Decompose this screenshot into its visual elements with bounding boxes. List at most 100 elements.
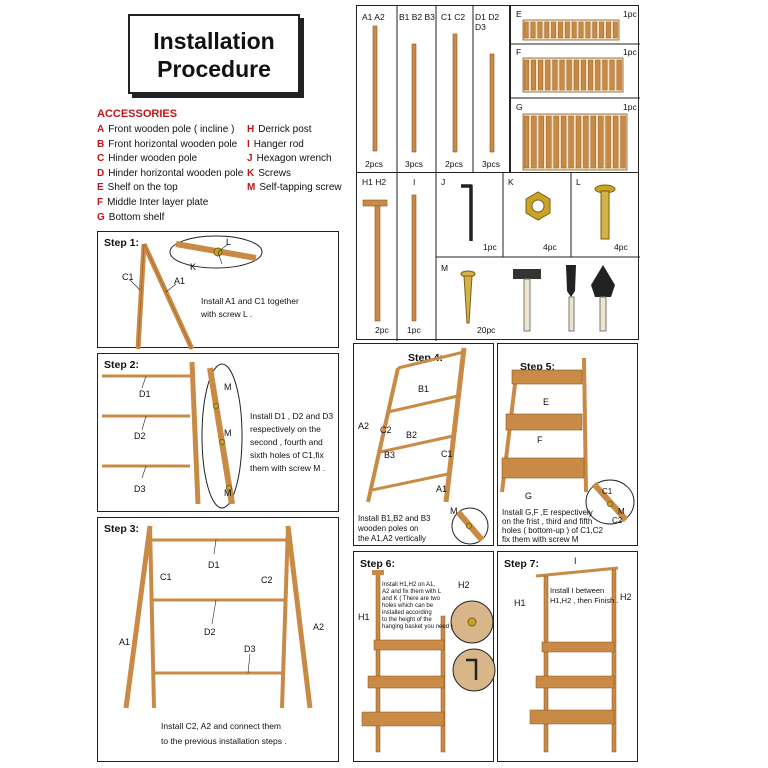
title-line-2: Procedure — [157, 56, 271, 82]
accessory-text: Bottom shelf — [108, 211, 165, 223]
step-3-d2-label: D2 — [204, 627, 216, 637]
step-7-h2-label: H2 — [620, 592, 632, 602]
step-5-note-line: fix them with screw M — [502, 535, 579, 544]
accessory-key: B — [97, 138, 105, 150]
step-5-note-line: on the frist , third and fifth — [502, 517, 593, 526]
step-4-m-label: M — [450, 506, 458, 516]
step-4-drawing — [366, 347, 489, 545]
step-5-e-label: E — [543, 397, 550, 407]
step-1-k-label: K — [190, 262, 197, 272]
step-6-note-line: holes which can be — [382, 603, 434, 609]
parts-shelves-drawing — [511, 19, 640, 171]
pole-c-qty: 2pcs — [445, 159, 463, 169]
hex-nut-icon — [525, 191, 551, 221]
parts-hardware-drawing — [362, 173, 640, 341]
step-2-m-label-2: M — [224, 428, 232, 438]
step-3-note-1: Install C2, A2 and connect them — [161, 721, 282, 731]
step-5-note-line: holes ( bottom-up ) of C1,C2 — [502, 526, 603, 535]
accessory-text: Front horizontal wooden pole — [108, 138, 238, 150]
accessory-text: Shelf on the top — [107, 182, 178, 194]
step-4-c1-label: C1 — [441, 449, 453, 459]
shelf-g-drawing — [522, 113, 628, 171]
pole-a-qty: 2pcs — [365, 159, 383, 169]
accessory-text: Hinder wooden pole — [108, 153, 198, 165]
shelf-e-name: E — [516, 9, 522, 19]
shelf-g-name: G — [516, 102, 523, 112]
pole-c — [452, 33, 458, 153]
step-5-c2-label: C2 — [612, 516, 623, 525]
parts-shelves-box: E 1pc F 1pc G 1pc — [510, 5, 640, 173]
accessory-text: Hinder horizontal wooden pole — [108, 167, 244, 179]
step-5-f-label: F — [537, 435, 543, 445]
shelf-e-qty: 1pc — [623, 9, 637, 19]
accessory-key: J — [247, 153, 253, 165]
step-2-note-line: second , fourth and — [250, 437, 323, 447]
step-4-note-line: Install B1,B2 and B3 — [358, 514, 431, 523]
accessory-key: D — [97, 167, 105, 179]
step-1-note-2: with screw L . — [201, 309, 253, 319]
accessory-text: Hanger rod — [253, 138, 304, 150]
title-line-1: Installation — [153, 28, 275, 54]
garden-tools-image — [513, 265, 615, 332]
step-4-b3-label: B3 — [384, 450, 396, 460]
accessory-key: C — [97, 153, 105, 165]
step-5-drawing — [500, 357, 635, 525]
title-box: Installation Procedure — [128, 14, 300, 94]
step-1-drawing — [129, 235, 263, 351]
step-3-drawing — [123, 525, 313, 709]
step-4-b1-label: B1 — [418, 384, 430, 394]
step-4-c2-label: C2 — [380, 425, 392, 435]
shelf-f-qty: 1pc — [623, 47, 637, 57]
accessory-text: Middle Inter layer plate — [107, 196, 209, 208]
step-6-h1-label: H1 — [358, 612, 370, 622]
step-2-note-line: Install D1 , D2 and D3 — [250, 411, 334, 421]
step-3-c2-label: C2 — [261, 575, 273, 585]
hardware-l-qty: 4pc — [614, 242, 628, 252]
step-6-note-line: to the height of the — [382, 617, 432, 623]
bolt-icon — [594, 184, 616, 240]
step-2-drawing — [102, 361, 243, 509]
parts-poles-box: A1 A2 B1 B2 B3 C1 C2 D1 D2 D3 2pcs 3pcs … — [356, 5, 510, 174]
step-3-d3-label: D3 — [244, 644, 256, 654]
step-7-note-line: H1,H2 , then Finish . — [550, 596, 619, 605]
hex-wrench-icon — [461, 184, 473, 241]
hardware-k-name: K — [508, 177, 514, 187]
step-3-label: Step 3: — [104, 523, 140, 535]
step-7-note-line: Install I between — [550, 586, 605, 595]
shelf-e-drawing — [522, 19, 620, 41]
step-4-note-line: the A1,A2 vertically — [358, 534, 427, 543]
step-2-note-line: them with screw M . — [250, 463, 326, 473]
step-3-a2-label: A2 — [313, 622, 325, 632]
step-1-panel: Step 1: C1 A1 L K Install A1 and C1 toge… — [97, 231, 339, 351]
pole-b-name: B1 B2 B3 — [399, 12, 435, 22]
step-4-label: Step 4: — [408, 352, 444, 364]
shelf-f-name: F — [516, 47, 522, 57]
step-2-m-label-3: M — [224, 488, 232, 498]
step-7-i-label: I — [574, 556, 577, 566]
hardware-l-name: L — [576, 177, 581, 187]
step-6-note-line: and K ( There are two — [382, 596, 440, 602]
step-4-panel: Step 4: B1 A2 C2 B2 B3 C1 A1 M Install B… — [353, 343, 494, 546]
step-1-a1-label: A1 — [174, 276, 186, 286]
pole-a — [372, 25, 378, 152]
accessory-text: Self-tapping screw — [259, 182, 342, 194]
parts-poles-drawing — [372, 6, 495, 174]
hardware-h-name: H1 H2 — [362, 177, 387, 187]
step-1-note-1: Install A1 and C1 together — [201, 296, 299, 306]
hardware-i-name: I — [413, 177, 416, 187]
step-4-b2-label: B2 — [406, 430, 418, 440]
hardware-j-qty: 1pc — [483, 242, 497, 252]
step-6-note: Install H1,H2 on A1,A2 and fix them with… — [382, 582, 453, 631]
pole-b — [411, 43, 417, 153]
step-3-panel: Step 3: D1 C1 C2 D2 A1 A2 D3 Install C2,… — [97, 517, 339, 762]
